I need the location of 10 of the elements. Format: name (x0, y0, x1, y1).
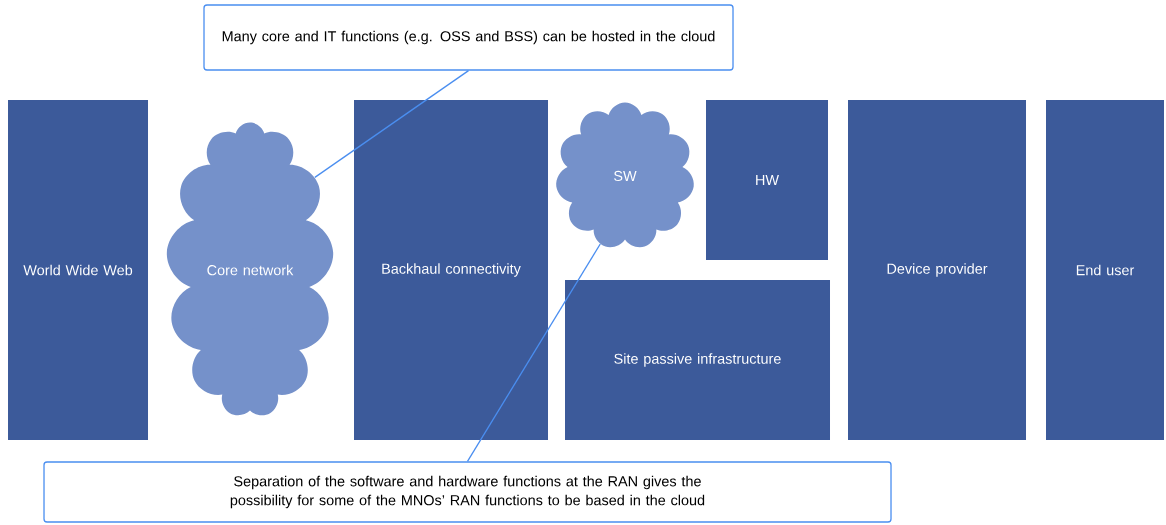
leader-line (466, 243, 601, 462)
function-box: World Wide Web (8, 100, 148, 440)
leader-line (314, 70, 470, 178)
function-box: Site passive infrastructure (565, 280, 830, 440)
callout-box: Many core and IT functions (e.g. OSS and BSS) can be hosted in the cloud (203, 4, 734, 71)
function-box: HW (706, 100, 828, 260)
callout-box: Separation of the software and hardware functions at the RAN gives the possibility for some of the MNOs’ RAN functions to be based in the cloud (43, 461, 892, 523)
function-box: End user (1046, 100, 1164, 440)
function-box: Device provider (848, 100, 1026, 440)
function-box: Backhaul connectivity (354, 100, 548, 440)
